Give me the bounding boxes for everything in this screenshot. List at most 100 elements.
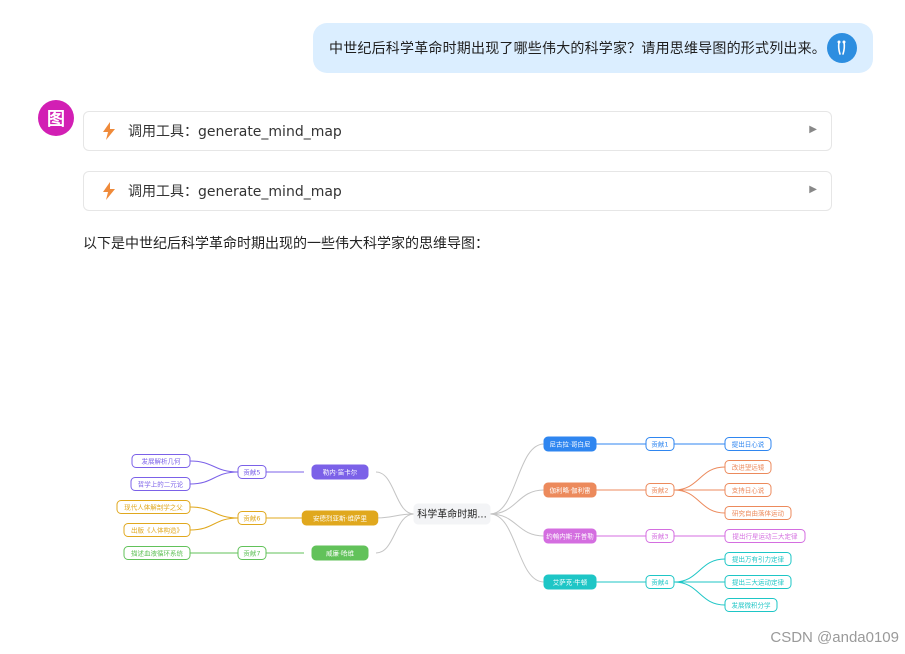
mind-map-branch: 伽利略·伽利雷 — [543, 482, 597, 498]
mind-map-leaf-box — [123, 523, 191, 537]
mind-map-sub-text: 贡献6 — [243, 513, 260, 522]
watermark: CSDN @anda0109 — [770, 629, 899, 646]
mind-map-leaf: 提出行星运动三大定律 — [724, 529, 806, 543]
mind-map-connector — [189, 517, 239, 531]
mind-map-leaf: 研究自由落体运动 — [724, 506, 792, 520]
mind-map-sub-box — [645, 483, 675, 497]
mind-map-branch: 安德烈亚斯·维萨里 — [301, 510, 379, 526]
mind-map-branch-text: 勒内·笛卡尔 — [323, 467, 358, 476]
mind-map-branch-text: 约翰内斯·开普勒 — [546, 531, 594, 540]
mind-map-leaf: 发展微积分学 — [724, 598, 778, 612]
mind-map-sub: 贡献5 — [237, 465, 267, 479]
tool-call-label: 调用工具：generate_mind_map — [128, 124, 342, 140]
mind-map-leaf-text: 支持日心说 — [732, 485, 765, 494]
assistant-answer-text: 以下是中世纪后科学革命时期出现的一些伟大科学家的思维导图： — [83, 236, 489, 252]
mind-map-leaf: 出版《人体构造》 — [123, 523, 191, 537]
mind-map-branch-box — [301, 510, 379, 526]
mind-map-sub: 贡献4 — [645, 575, 675, 589]
mind-map-leaf-box — [130, 477, 191, 491]
mind-map-connector — [673, 489, 726, 514]
mind-map-sub-box — [237, 511, 267, 525]
mind-map-connector — [673, 581, 726, 606]
user-message-text: 中世纪后科学革命时期出现了哪些伟大的科学家？请用思维导图的形式列出来。 — [329, 41, 826, 57]
mind-map-leaf: 支持日心说 — [724, 483, 772, 497]
mind-map-sub-box — [645, 529, 675, 543]
mind-map-leaf-box — [724, 598, 778, 612]
mind-map-leaf: 现代人体解剖学之父 — [116, 500, 191, 514]
mind-map-sub-text: 贡献3 — [651, 531, 668, 540]
mind-map-leaf-text: 提出日心说 — [732, 439, 765, 448]
mind-map-root: 科学革命时期... — [413, 503, 491, 525]
mind-map-leaf-box — [724, 575, 792, 589]
mind-map-sub: 贡献7 — [237, 546, 267, 560]
mind-map-sub-text: 贡献7 — [243, 548, 260, 557]
mind-map-branch-text: 伽利略·伽利雷 — [549, 485, 590, 494]
mind-map-leaf-box — [724, 506, 792, 520]
lightning-icon — [103, 122, 115, 140]
mind-map-sub-text: 贡献5 — [243, 467, 260, 476]
mind-map-connector — [375, 513, 415, 519]
mind-map-leaf-text: 提出万有引力定律 — [732, 554, 785, 563]
mind-map-sub: 贡献3 — [645, 529, 675, 543]
mind-map-sub-text: 贡献4 — [651, 577, 668, 586]
mind-map-leaf: 哲学上的二元论 — [130, 477, 191, 491]
mind-map-connector — [489, 513, 545, 537]
mind-map-branch-box — [543, 528, 597, 544]
mind-map-connector — [489, 513, 545, 583]
tool-call-card-1[interactable]: 调用工具：generate_mind_map ▶ — [83, 111, 832, 151]
mind-map-branch-box — [543, 436, 597, 452]
mind-map-sub-box — [645, 437, 675, 451]
mind-map-leaf-text: 改进望远镜 — [732, 462, 765, 471]
mind-map-root-box — [413, 503, 491, 525]
mind-map-sub-text: 贡献1 — [651, 439, 668, 448]
mind-map-branch-box — [311, 545, 369, 561]
mind-map-connector — [189, 471, 239, 485]
mind-map-leaf-text: 出版《人体构造》 — [131, 525, 183, 534]
lightning-icon — [103, 182, 115, 200]
mind-map-leaf: 发展解析几何 — [131, 454, 191, 468]
mind-map-leaf: 提出万有引力定律 — [724, 552, 792, 566]
mind-map-sub-box — [237, 465, 267, 479]
mind-map-connector — [489, 443, 545, 515]
mind-map-branch-text: 威廉·哈维 — [326, 548, 355, 557]
mind-map-leaf-text: 哲学上的二元论 — [138, 479, 184, 488]
mind-map-connector — [673, 466, 726, 491]
tool-call-card-2[interactable]: 调用工具：generate_mind_map ▶ — [83, 171, 832, 211]
mind-map-leaf-box — [724, 460, 772, 474]
mind-map-leaf-box — [724, 552, 792, 566]
mind-map-leaf-text: 提出三大运动定律 — [732, 577, 785, 586]
mind-map-branch-box — [543, 482, 597, 498]
mind-map-connector — [489, 489, 545, 515]
mind-map-branch: 勒内·笛卡尔 — [311, 464, 369, 480]
mind-map-branch: 威廉·哈维 — [311, 545, 369, 561]
mind-map-branch-text: 安德烈亚斯·维萨里 — [313, 513, 368, 522]
mind-map-sub-text: 贡献2 — [651, 485, 668, 494]
mind-map-branch: 尼古拉·哥白尼 — [543, 436, 597, 452]
mind-map-connector — [189, 506, 239, 519]
bot-avatar: 图 — [38, 100, 74, 136]
mind-map-leaf-text: 研究自由落体运动 — [732, 508, 785, 517]
mind-map-connector — [189, 460, 239, 473]
mind-map-leaf: 提出三大运动定律 — [724, 575, 792, 589]
expand-arrow-icon[interactable]: ▶ — [809, 184, 817, 195]
mind-map-leaf-box — [724, 529, 806, 543]
mind-map-leaf-box — [123, 546, 191, 560]
mind-map-sub: 贡献1 — [645, 437, 675, 451]
mind-map-sub-box — [237, 546, 267, 560]
mind-map-branch-box — [311, 464, 369, 480]
mind-map-connector — [673, 558, 726, 583]
mind-map-branch-text: 尼古拉·哥白尼 — [549, 439, 590, 448]
mind-map-connector — [375, 513, 415, 554]
mind-map-leaf-box — [724, 483, 772, 497]
bot-avatar-text: 图 — [47, 109, 65, 130]
user-avatar-icon — [837, 40, 846, 55]
mind-map-leaf: 提出日心说 — [724, 437, 772, 451]
mind-map-leaf-text: 发展微积分学 — [732, 600, 772, 609]
expand-arrow-icon[interactable]: ▶ — [809, 124, 817, 135]
mind-map-leaf-text: 现代人体解剖学之父 — [124, 502, 183, 511]
user-avatar[interactable] — [827, 33, 857, 63]
mind-map-sub: 贡献2 — [645, 483, 675, 497]
mind-map-leaf: 描述血液循环系统 — [123, 546, 191, 560]
mind-map-branch: 约翰内斯·开普勒 — [543, 528, 597, 544]
